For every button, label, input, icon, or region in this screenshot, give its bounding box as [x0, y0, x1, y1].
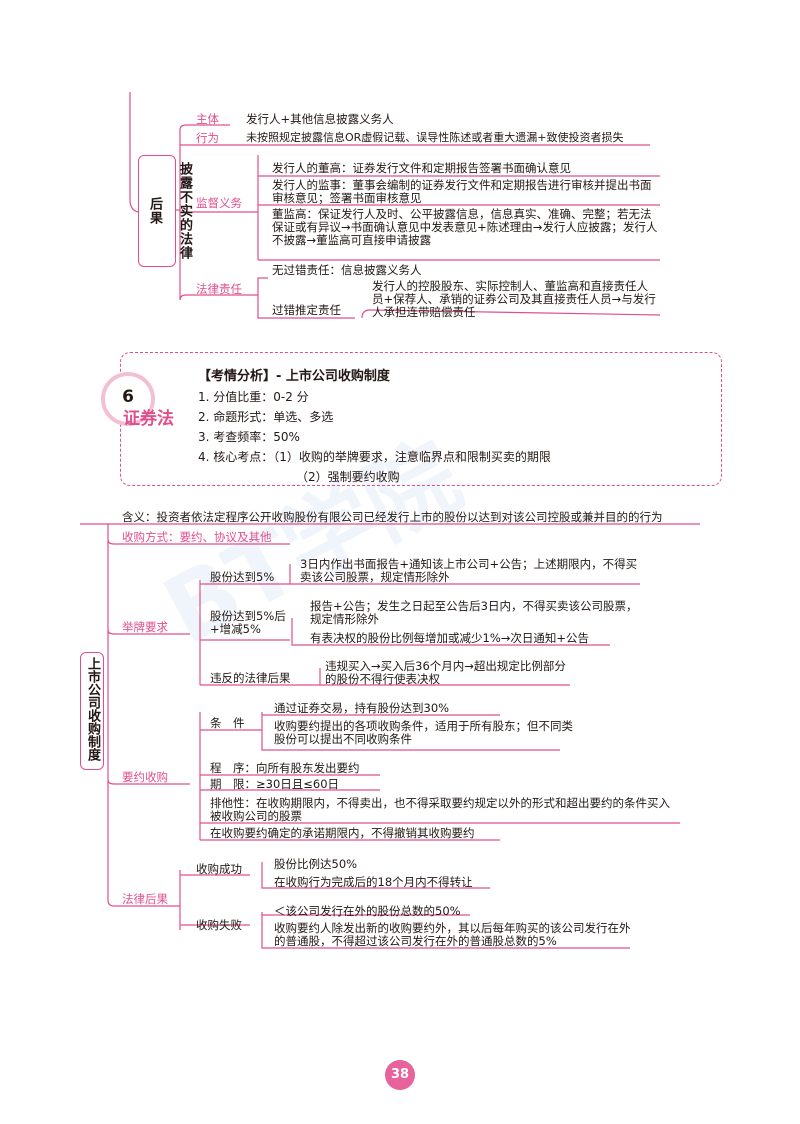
- analysis-line-4: 4. 核心考点：（1）收购的举牌要求，注意临界点和限制买卖的期限: [198, 450, 551, 464]
- condition-1: 通过证券交易，持有股份达到30%: [274, 701, 450, 715]
- no-fault-text: 无过错责任：信息披露义务人: [272, 263, 422, 277]
- top-root-label: 披露不实的法律后果: [147, 162, 192, 260]
- conduct-label: 行为: [196, 131, 219, 145]
- presumed-fault-text: 发行人的控股股东、实际控制人、董监高和直接责任人员+保荐人、承销的证券公司及其直…: [372, 279, 656, 319]
- supervision-item-1: 发行人的董高：证券发行文件和定期报告签署书面确认意见: [272, 161, 571, 175]
- after5-label: 股份达到5%后+增减5%: [210, 609, 286, 636]
- methods-text: 收购方式：要约、协议及其他: [122, 530, 272, 544]
- consequences-label: 法律后果: [122, 892, 168, 906]
- subject-text: 发行人+其他信息披露义务人: [246, 112, 394, 126]
- bottom-root-node: 上市公司收购制度: [80, 652, 104, 770]
- fail-label: 收购失败: [196, 918, 242, 932]
- reach5-text: 3日内作出书面报告+通知该上市公司+公告；上述期限内，不得买卖该公司股票，规定情…: [300, 557, 638, 584]
- conduct-text: 未按照规定披露信息OR虚假记载、误导性陈述或者重大遗漏+致使投资者损失: [246, 131, 624, 144]
- fail-item-2: 收购要约人除发出新的收购要约外，其以后每年购买的该公司发行在外的普通股，不得超过…: [274, 921, 631, 948]
- chapter-name: 证券法: [123, 409, 174, 429]
- subject-label: 主体: [196, 112, 219, 126]
- analysis-line-3: 3. 考查频率：50%: [198, 430, 300, 444]
- violation-text: 违规买入→买入后36个月内→超出规定比例部分的股份不得行使表决权: [325, 659, 566, 686]
- tender-label: 要约收购: [122, 770, 168, 784]
- success-item-1: 股份比例达50%: [274, 857, 358, 871]
- chapter-number: 6: [122, 387, 134, 407]
- success-label: 收购成功: [196, 862, 242, 876]
- no-revoke-text: 在收购要约确定的承诺期限内，不得撤销其收购要约: [210, 826, 475, 840]
- conditions-label: 条 件: [210, 716, 245, 730]
- chapter-badge: 6: [101, 372, 155, 426]
- supervision-item-2: 发行人的监事：董事会编制的证券发行文件和定期报告进行审核并提出书面审核意见；签署…: [272, 178, 652, 205]
- after5-text-1: 报告+公告；发生之日起至公告后3日内，不得买卖该公司股票，规定情形除外: [310, 599, 638, 626]
- placard-label: 举牌要求: [122, 620, 168, 634]
- fail-item-1: ＜该公司发行在外的股份总数的50%: [274, 904, 461, 918]
- analysis-line-2: 2. 命题形式：单选、多选: [198, 410, 334, 424]
- reach5-label: 股份达到5%: [210, 570, 275, 584]
- analysis-title: 【考情分析】- 上市公司收购制度: [198, 369, 390, 384]
- liability-label: 法律责任: [196, 282, 242, 296]
- period-text: 期 限：≥30日且≤60日: [210, 777, 340, 791]
- page-number: 38: [385, 1060, 415, 1090]
- presumed-fault-label: 过错推定责任: [272, 303, 341, 317]
- analysis-line-1: 1. 分值比重：0-2 分: [198, 390, 309, 404]
- supervision-label: 监督义务: [196, 196, 242, 210]
- success-item-2: 在收购行为完成后的18个月内不得转让: [274, 875, 473, 889]
- exclusivity-text: 排他性：在收购期限内，不得卖出，也不得采取要约规定以外的形式和超出要约的条件买入…: [210, 796, 670, 823]
- top-root-node: 披露不实的法律后果: [138, 155, 192, 267]
- supervision-item-3: 董监高：保证发行人及时、公平披露信息，信息真实、准确、完整；若无法保证或有异议→…: [272, 207, 658, 247]
- violation-label: 违反的法律后果: [210, 671, 291, 685]
- bottom-root-label: 上市公司收购制度: [85, 657, 100, 761]
- meaning-text: 含义：投资者依法定程序公开收购股份有限公司已经发行上市的股份以达到对该公司控股或…: [122, 510, 663, 524]
- condition-2: 收购要约提出的各项收购条件，适用于所有股东；但不同类股份可以提出不同收购条件: [274, 719, 573, 746]
- analysis-line-5: （2）强制要约收购: [296, 470, 400, 484]
- after5-text-2: 有表决权的股份比例每增加或减少1%→次日通知+公告: [310, 631, 590, 645]
- procedure-text: 程 序：向所有股东发出要约: [210, 761, 360, 775]
